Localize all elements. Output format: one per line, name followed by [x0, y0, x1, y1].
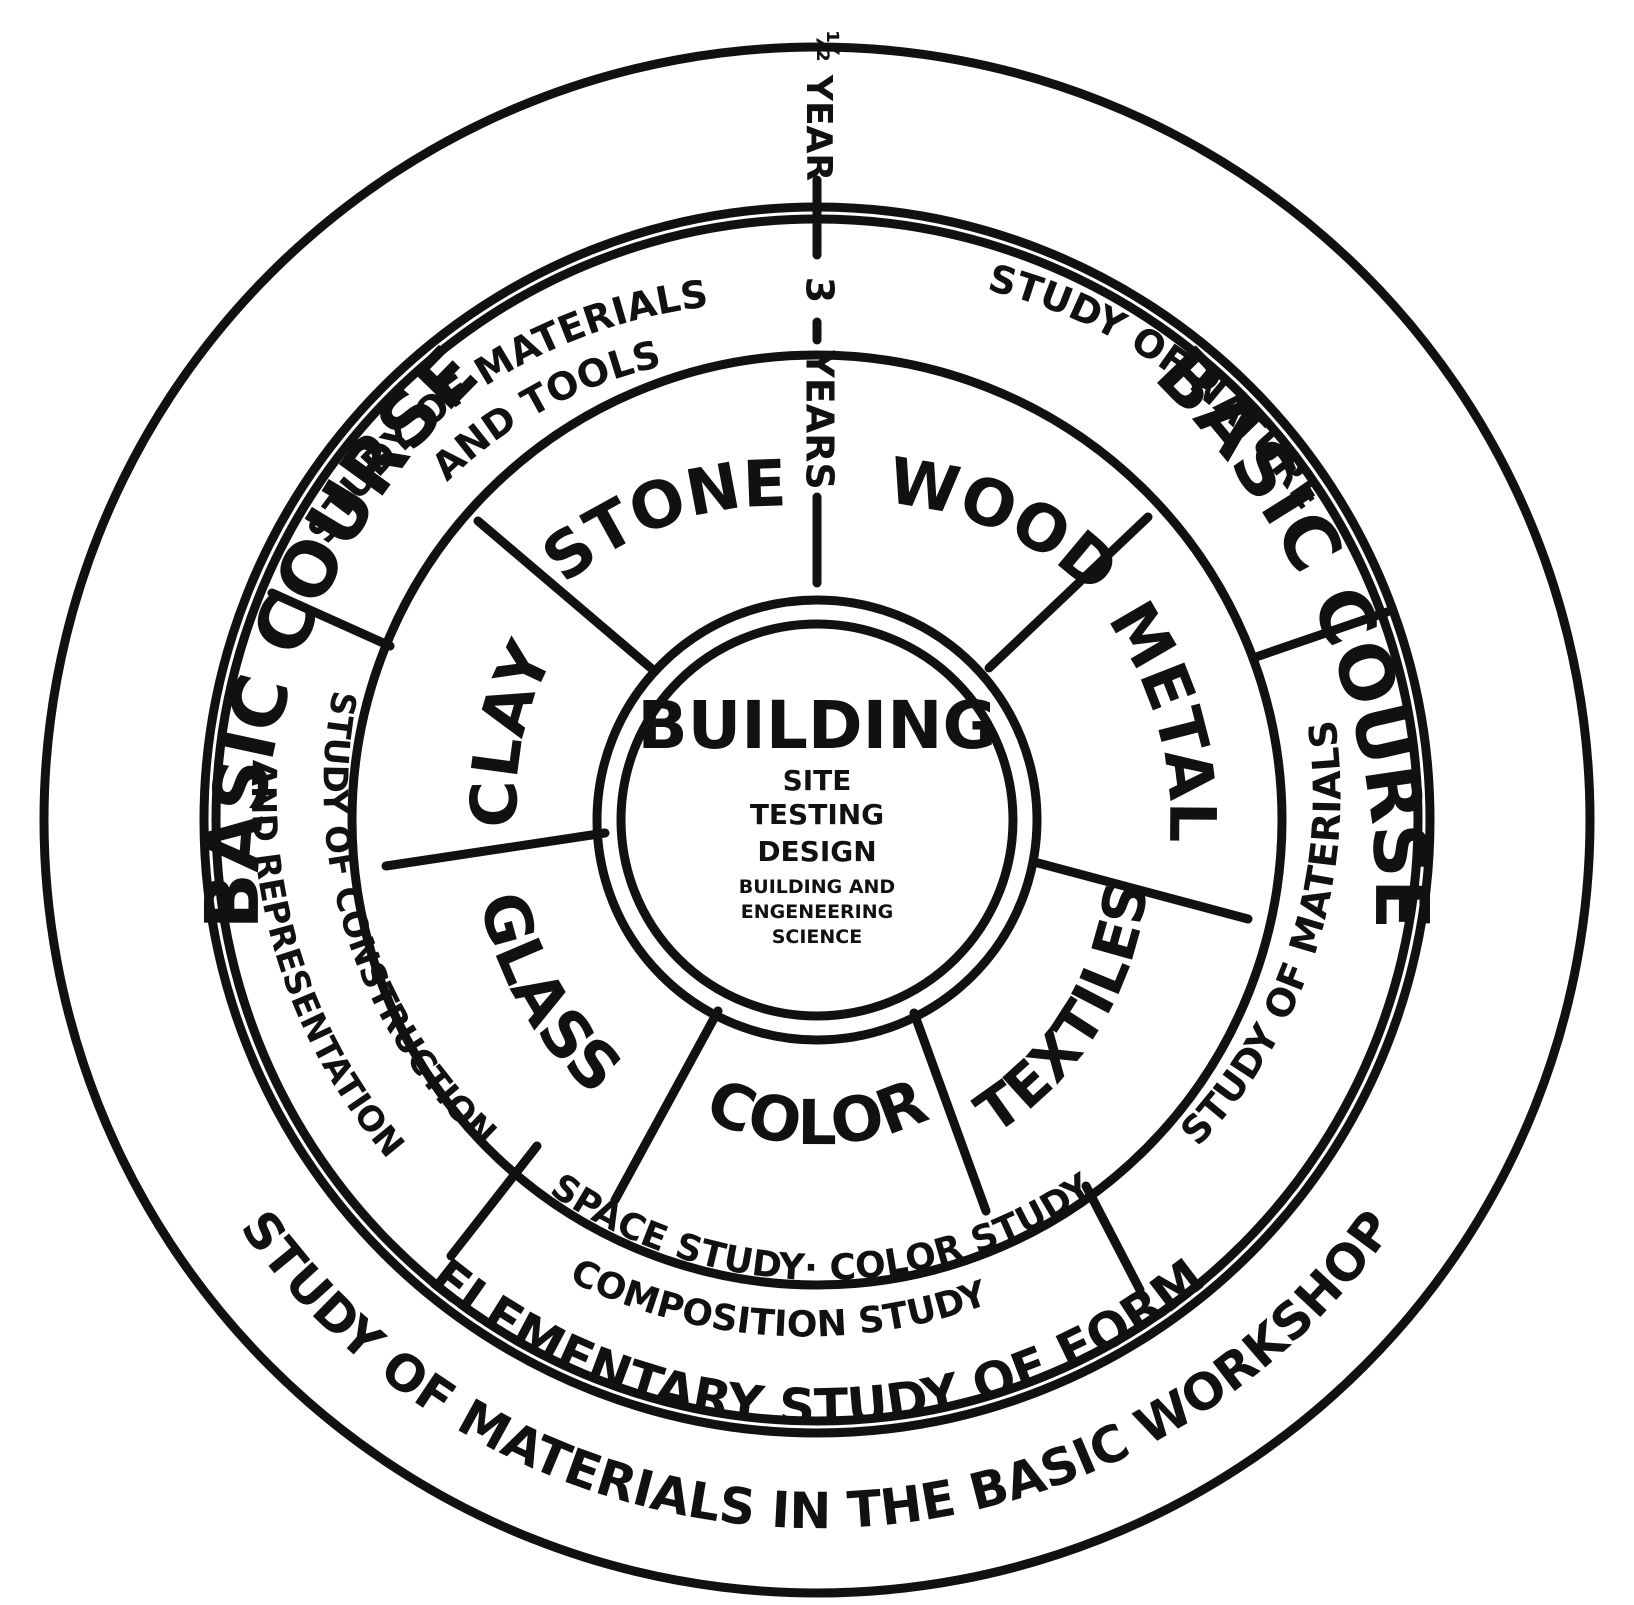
workshop-clay: CLAY — [458, 630, 568, 828]
center-design: DESIGN — [757, 835, 876, 868]
center-building-and: BUILDING AND — [739, 876, 895, 898]
workshop-metal: METAL — [1093, 589, 1228, 843]
svg-text:TEXTILES: TEXTILES — [963, 877, 1161, 1147]
three-years-label: YEARS — [798, 349, 842, 490]
svg-text:COLOR: COLOR — [697, 1064, 937, 1159]
center-testing: TESTING — [750, 798, 884, 831]
center-science: SCIENCE — [772, 926, 863, 948]
spoke-glass-clay — [381, 828, 610, 871]
spoke-textiles-color — [909, 1008, 991, 1216]
duration-labels: ½ YEAR 3 YEARS — [798, 30, 845, 489]
study-divider-left-top — [267, 588, 395, 651]
workshop-glass: GLASS — [464, 885, 635, 1109]
workshop-ring — [347, 350, 1287, 1290]
study-divider-left-bottom — [446, 1141, 542, 1261]
center-ring-outer — [592, 595, 1042, 1045]
center-building-title: BUILDING — [637, 687, 996, 764]
svg-text:STONE: STONE — [529, 447, 787, 597]
half-label: ½ — [809, 30, 844, 61]
workshop-color: COLOR — [697, 1064, 937, 1159]
spoke-wood-metal — [984, 512, 1153, 673]
study-divider-right-top — [1248, 607, 1392, 663]
svg-text:WOOD: WOOD — [883, 444, 1131, 607]
svg-text:CLAY: CLAY — [458, 630, 568, 828]
spoke-metal-textiles — [1033, 858, 1253, 924]
dividers — [267, 175, 1392, 1295]
outer-ring — [39, 42, 1595, 1598]
center-ring-inner — [616, 619, 1018, 1021]
half-year-label: YEAR — [798, 74, 839, 181]
three-label: 3 — [798, 277, 842, 303]
workshop-stone: STONE — [529, 447, 787, 597]
spoke-color-glass — [610, 1006, 723, 1205]
spoke-stone-clay — [473, 516, 657, 674]
study-divider-right-bottom — [1081, 1181, 1145, 1295]
center-site: SITE — [783, 764, 852, 797]
center-engeneering: ENGENEERING — [741, 901, 894, 923]
workshop-textiles: TEXTILES — [963, 877, 1161, 1147]
workshop-wood: WOOD — [883, 444, 1131, 607]
svg-text:METAL: METAL — [1093, 589, 1228, 843]
center-labels: BUILDING SITE TESTING DESIGN BUILDING AN… — [637, 687, 996, 948]
svg-text:GLASS: GLASS — [464, 885, 635, 1109]
